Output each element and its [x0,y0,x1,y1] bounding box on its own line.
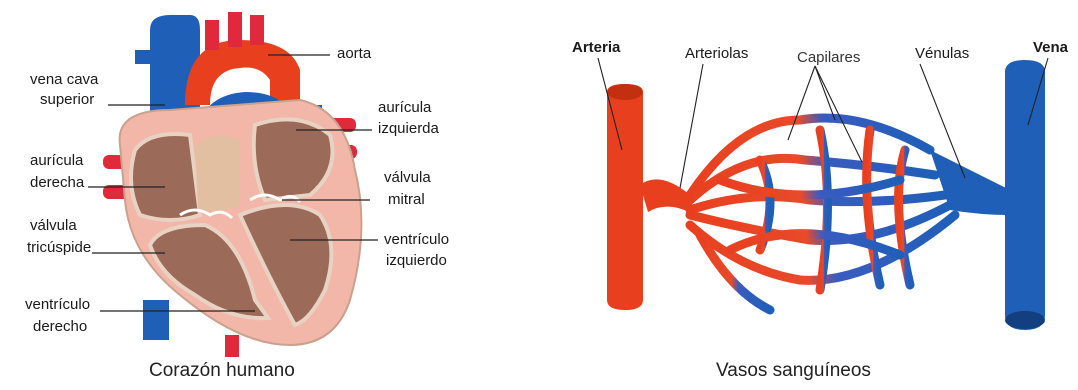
caption-corazon-humano: Corazón humano [149,360,295,382]
label-ventriculo-izquierdo-line2: izquierdo [386,251,447,271]
label-arteria: Arteria [572,38,620,58]
label-arteriolas: Arteriolas [685,44,748,64]
capillary-bed [690,118,955,310]
label-ventriculo-izquierdo-line1: ventrículo [384,230,449,250]
heart-illustration [103,12,361,357]
label-auricula-izquierda-line2: izquierda [378,119,439,139]
label-valvula-mitral-line2: mitral [388,190,425,210]
label-capilares: Capilares [797,48,860,68]
label-valvula-mitral-line1: válvula [384,168,431,188]
label-vena: Vena [1033,38,1068,58]
label-ventriculo-derecho-line1: ventrículo [25,295,90,315]
label-auricula-izquierda-line1: aurícula [378,98,431,118]
label-aorta: aorta [337,44,371,64]
artery [607,84,643,310]
label-venulas: Vénulas [915,44,969,64]
label-valvula-tricuspide-line1: válvula [30,216,77,236]
caption-vasos-sanguineos: Vasos sanguíneos [716,360,871,382]
right-atrium [131,134,200,220]
label-vena-cava-line2: superior [40,90,94,110]
label-vena-cava-line1: vena cava [30,70,98,90]
label-valvula-tricuspide-line2: tricúspide [27,238,91,258]
septum-tube [195,136,240,212]
arteriole [640,179,695,215]
label-auricula-derecha-line1: aurícula [30,151,83,171]
vena-cava-inferior [143,300,169,340]
vessels-illustration [607,60,1045,330]
label-auricula-derecha-line2: derecha [30,173,84,193]
vein [1005,60,1045,330]
label-ventriculo-derecho-line2: derecho [33,317,87,337]
